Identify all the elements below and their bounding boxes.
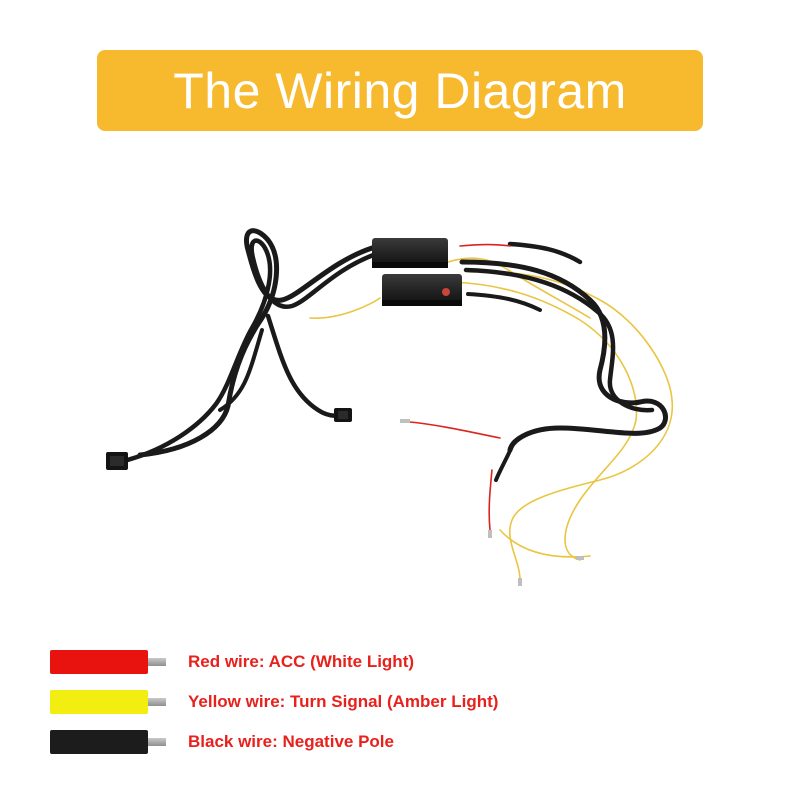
wire-terminals [400,419,584,586]
legend-label-yellow: Yellow wire: Turn Signal (Amber Light) [188,692,499,711]
legend-item-yellow: Yellow wire: Turn Signal (Amber Light) [50,688,498,716]
left-connector-plug [106,452,128,470]
left-cable-loop [117,228,379,465]
title-banner: The Wiring Diagram [97,50,703,131]
right-cable-bundle [459,241,668,482]
control-box-bottom [382,274,462,306]
wiring-harness-photo [106,228,673,586]
middle-connector-plug [334,408,352,422]
diagram-title: The Wiring Diagram [173,62,627,119]
legend-label-black: Black wire: Negative Pole [188,732,394,751]
yellow-wire-swatch [50,690,166,714]
control-box-top [372,238,448,268]
legend-item-red: Red wire: ACC (White Light) [50,648,414,676]
legend-item-black: Black wire: Negative Pole [50,728,394,756]
red-wire-swatch [50,650,166,674]
red-wires [409,243,511,531]
legend-label-red: Red wire: ACC (White Light) [188,652,415,671]
black-wire-swatch [50,730,166,754]
